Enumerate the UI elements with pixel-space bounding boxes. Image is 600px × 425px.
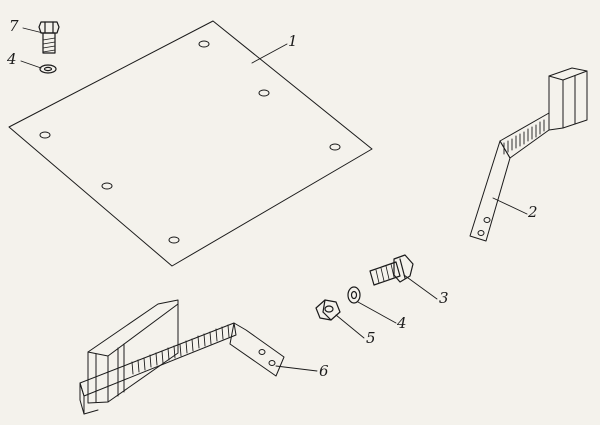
plate-hole xyxy=(39,131,51,139)
plate-hole xyxy=(168,236,180,244)
bolt-head xyxy=(38,21,60,34)
bracket-hole xyxy=(258,349,266,355)
bracket-base xyxy=(79,382,85,415)
bracket-left xyxy=(79,299,285,415)
leader-nut xyxy=(335,314,365,339)
leader-bracket-left xyxy=(275,365,318,372)
callout-bracket-left: 6 xyxy=(319,362,329,380)
plate-hole xyxy=(258,89,270,97)
bolt-shank xyxy=(42,32,56,54)
callout-bolt-mid: 3 xyxy=(439,289,449,307)
bolt-top xyxy=(38,21,60,54)
leader-bolt-mid xyxy=(403,274,438,300)
hex-nut xyxy=(315,299,341,321)
bracket-hole xyxy=(483,217,491,223)
bracket-hole xyxy=(477,230,485,236)
plate-outline xyxy=(8,20,373,267)
callout-bolt-top: 7 xyxy=(9,17,19,35)
mounting-plate xyxy=(8,20,373,267)
leader-washer-mid xyxy=(357,301,397,324)
plate-hole xyxy=(329,143,341,151)
bolt-mid xyxy=(369,254,414,286)
plate-hole xyxy=(198,40,210,48)
leader-bracket-right xyxy=(492,197,528,215)
bolt-head xyxy=(393,254,414,283)
bracket-right xyxy=(469,67,588,242)
callout-plate: 1 xyxy=(288,32,298,50)
washer-top xyxy=(39,64,57,74)
bracket-arm xyxy=(469,140,511,242)
leader-bolt-top xyxy=(22,27,44,34)
washer-mid xyxy=(347,286,361,304)
callout-nut: 5 xyxy=(366,329,376,347)
callout-bracket-right: 2 xyxy=(528,203,538,221)
bracket-arm xyxy=(229,322,285,377)
leader-lines xyxy=(20,27,528,372)
leader-plate xyxy=(251,43,288,64)
callout-washer-mid: 4 xyxy=(397,314,407,332)
bracket-upright-back xyxy=(87,299,179,404)
plate-hole xyxy=(101,182,113,190)
leader-washer-top xyxy=(20,60,42,69)
bracket-rail xyxy=(499,112,550,159)
bolt-shank xyxy=(369,261,401,286)
bracket-hole xyxy=(268,360,276,366)
callout-washer-top: 4 xyxy=(7,50,17,68)
